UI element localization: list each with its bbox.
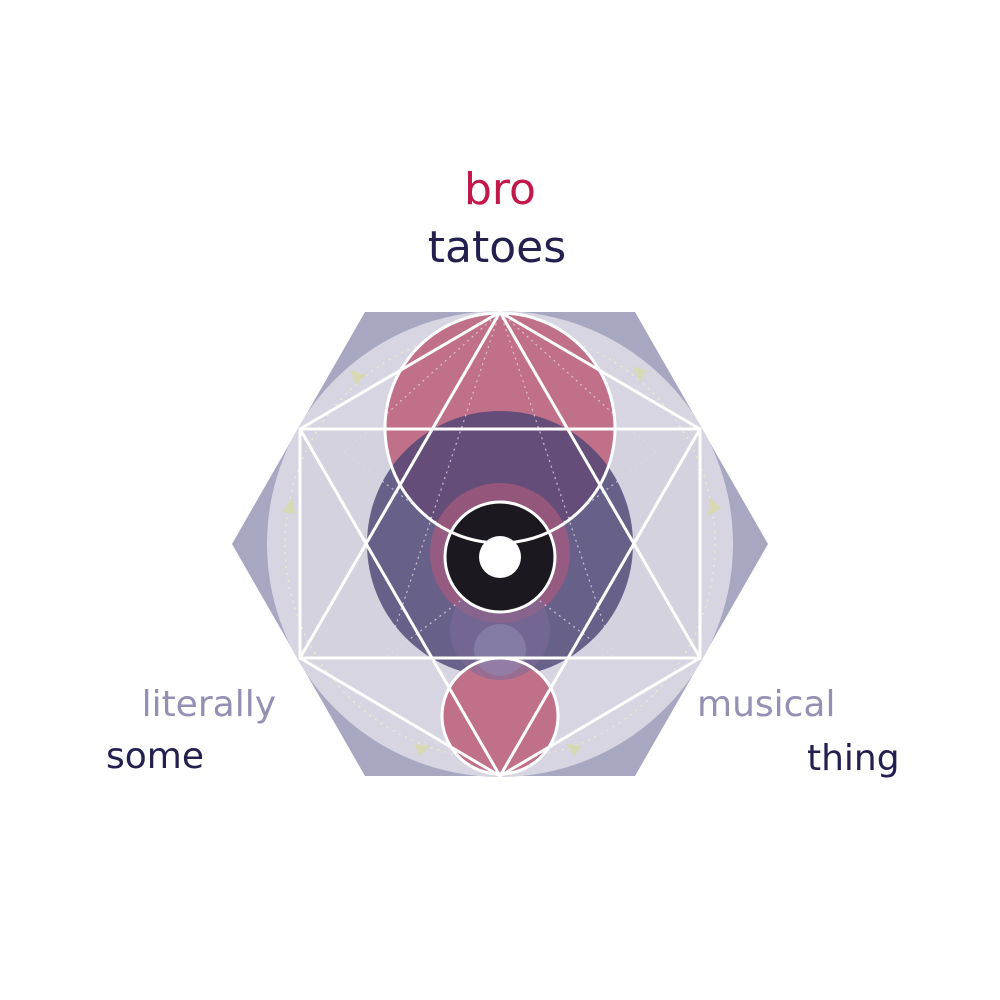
line-work [298,310,702,778]
arrow-left [282,498,296,514]
left-label-line1: literally [142,684,276,725]
arrow-bottom-left [414,744,430,756]
edge-bottom-right [499,656,701,778]
arrow-right [708,498,722,516]
center-eye-pupil [479,536,521,578]
top-label-line1: bro [464,164,536,215]
edge-top-right [499,310,701,431]
arrow-bottom-right [566,744,582,756]
left-label-line2: some [106,736,204,777]
edge-bottom-left [299,656,501,778]
right-label-line1: musical [697,684,836,725]
arrow-top-right [632,366,646,382]
arrow-top-left [350,370,366,385]
triangle-down [298,427,702,778]
edge-top-left [299,310,501,431]
right-label-line2: thing [807,738,900,779]
lower-ring-inner [474,624,526,676]
top-label-line2: tatoes [428,222,566,273]
bottom-pink-circle [442,658,558,774]
triangle-up [298,310,702,660]
